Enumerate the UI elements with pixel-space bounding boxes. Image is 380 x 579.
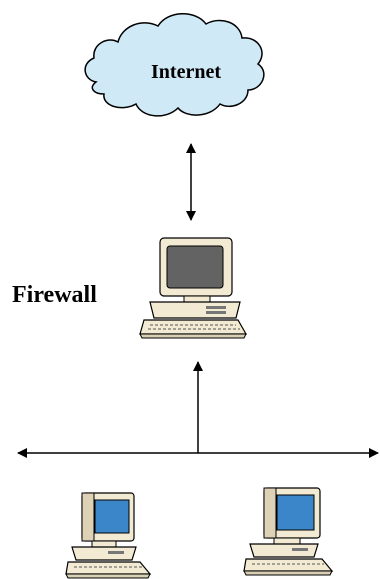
- firewall-computer-icon: [139, 237, 248, 339]
- internet-cloud-icon: [84, 13, 265, 117]
- client-computer-icon: [65, 492, 152, 579]
- cloud-shape: [84, 13, 265, 117]
- client-computer-icon: [243, 487, 334, 576]
- internet-label: Internet: [151, 61, 221, 83]
- firewall-label: Firewall: [12, 282, 97, 308]
